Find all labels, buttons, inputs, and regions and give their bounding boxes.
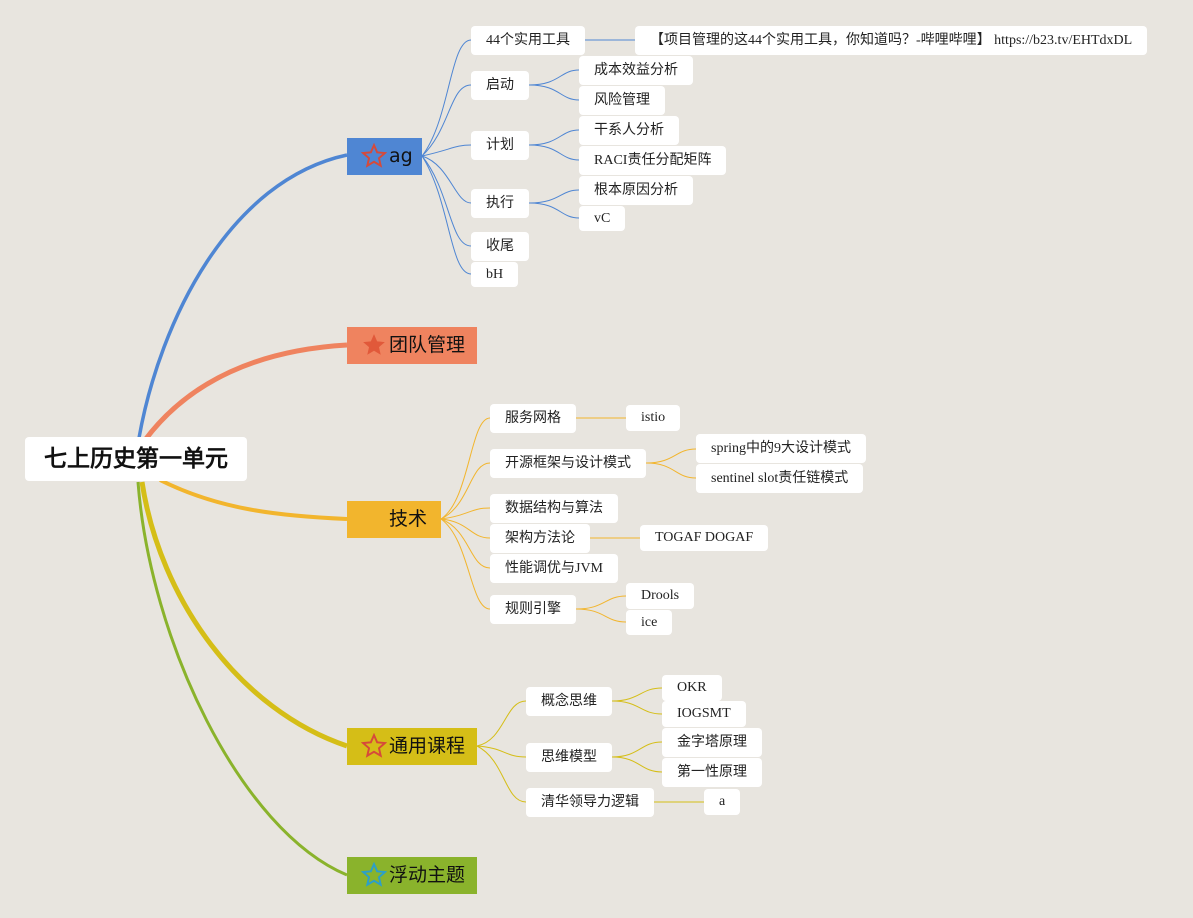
branch-ag-label: ag bbox=[389, 145, 413, 167]
topic-risk-management[interactable]: 风险管理 bbox=[579, 86, 665, 115]
topic-start[interactable]: 启动 bbox=[471, 71, 529, 100]
branch-tech[interactable]: 技术 bbox=[347, 501, 441, 538]
branch-team-management[interactable]: 团队管理 bbox=[347, 327, 477, 364]
topic-ice[interactable]: ice bbox=[626, 610, 673, 635]
topic-stakeholder[interactable]: 干系人分析 bbox=[579, 116, 679, 145]
topic-root-cause[interactable]: 根本原因分析 bbox=[579, 176, 693, 205]
topic-okr[interactable]: OKR bbox=[662, 675, 722, 701]
topic-44-tools[interactable]: 44个实用工具 bbox=[471, 26, 585, 55]
topic-togaf[interactable]: TOGAF DOGAF bbox=[640, 525, 769, 551]
root-topic[interactable]: 七上历史第一单元 bbox=[25, 437, 247, 481]
topic-istio[interactable]: istio bbox=[626, 405, 681, 431]
branch-course-label: 通用课程 bbox=[389, 735, 466, 757]
topic-drools[interactable]: Drools bbox=[626, 583, 695, 609]
topic-tsinghua-leadership[interactable]: 清华领导力逻辑 bbox=[526, 788, 654, 817]
topic-vc[interactable]: vC bbox=[579, 206, 626, 231]
topic-rule-engine[interactable]: 规则引擎 bbox=[490, 595, 576, 624]
branch-team-label: 团队管理 bbox=[389, 334, 466, 356]
branch-float-label: 浮动主题 bbox=[389, 864, 466, 886]
topic-concept-thinking[interactable]: 概念思维 bbox=[526, 687, 612, 716]
topic-bh[interactable]: bH bbox=[471, 262, 519, 287]
topic-bilibili-link[interactable]: 【项目管理的这44个实用工具，你知道吗？-哔哩哔哩】 https://b23.t… bbox=[635, 26, 1148, 55]
star-outline-icon bbox=[361, 143, 387, 168]
topic-spring-patterns[interactable]: spring中的9大设计模式 bbox=[696, 434, 866, 463]
topic-plan[interactable]: 计划 bbox=[471, 131, 529, 160]
topic-execute[interactable]: 执行 bbox=[471, 189, 529, 218]
topic-cost-benefit[interactable]: 成本效益分析 bbox=[579, 56, 693, 85]
topic-architecture-method[interactable]: 架构方法论 bbox=[490, 524, 590, 553]
topic-performance-jvm[interactable]: 性能调优与JVM bbox=[490, 554, 619, 583]
topic-iogsmt[interactable]: IOGSMT bbox=[662, 701, 746, 727]
branch-ag[interactable]: ag bbox=[347, 138, 422, 175]
topic-close[interactable]: 收尾 bbox=[471, 232, 529, 261]
topic-a[interactable]: a bbox=[704, 789, 741, 815]
topic-pyramid[interactable]: 金字塔原理 bbox=[662, 728, 762, 757]
topic-first-principle[interactable]: 第一性原理 bbox=[662, 758, 762, 787]
topic-open-source-framework[interactable]: 开源框架与设计模式 bbox=[490, 449, 646, 478]
topic-sentinel-chain[interactable]: sentinel slot责任链模式 bbox=[696, 464, 864, 493]
branch-floating-topic[interactable]: 浮动主题 bbox=[347, 857, 477, 894]
topic-service-mesh[interactable]: 服务网格 bbox=[490, 404, 576, 433]
star-outline-icon bbox=[361, 862, 387, 887]
branch-tech-label: 技术 bbox=[389, 508, 428, 530]
star-filled-icon bbox=[363, 334, 385, 355]
branch-general-course[interactable]: 通用课程 bbox=[347, 728, 477, 765]
topic-raci[interactable]: RACI责任分配矩阵 bbox=[579, 146, 727, 175]
star-outline-icon bbox=[361, 733, 387, 758]
topic-thinking-model[interactable]: 思维模型 bbox=[526, 743, 612, 772]
topic-data-structures[interactable]: 数据结构与算法 bbox=[490, 494, 618, 523]
